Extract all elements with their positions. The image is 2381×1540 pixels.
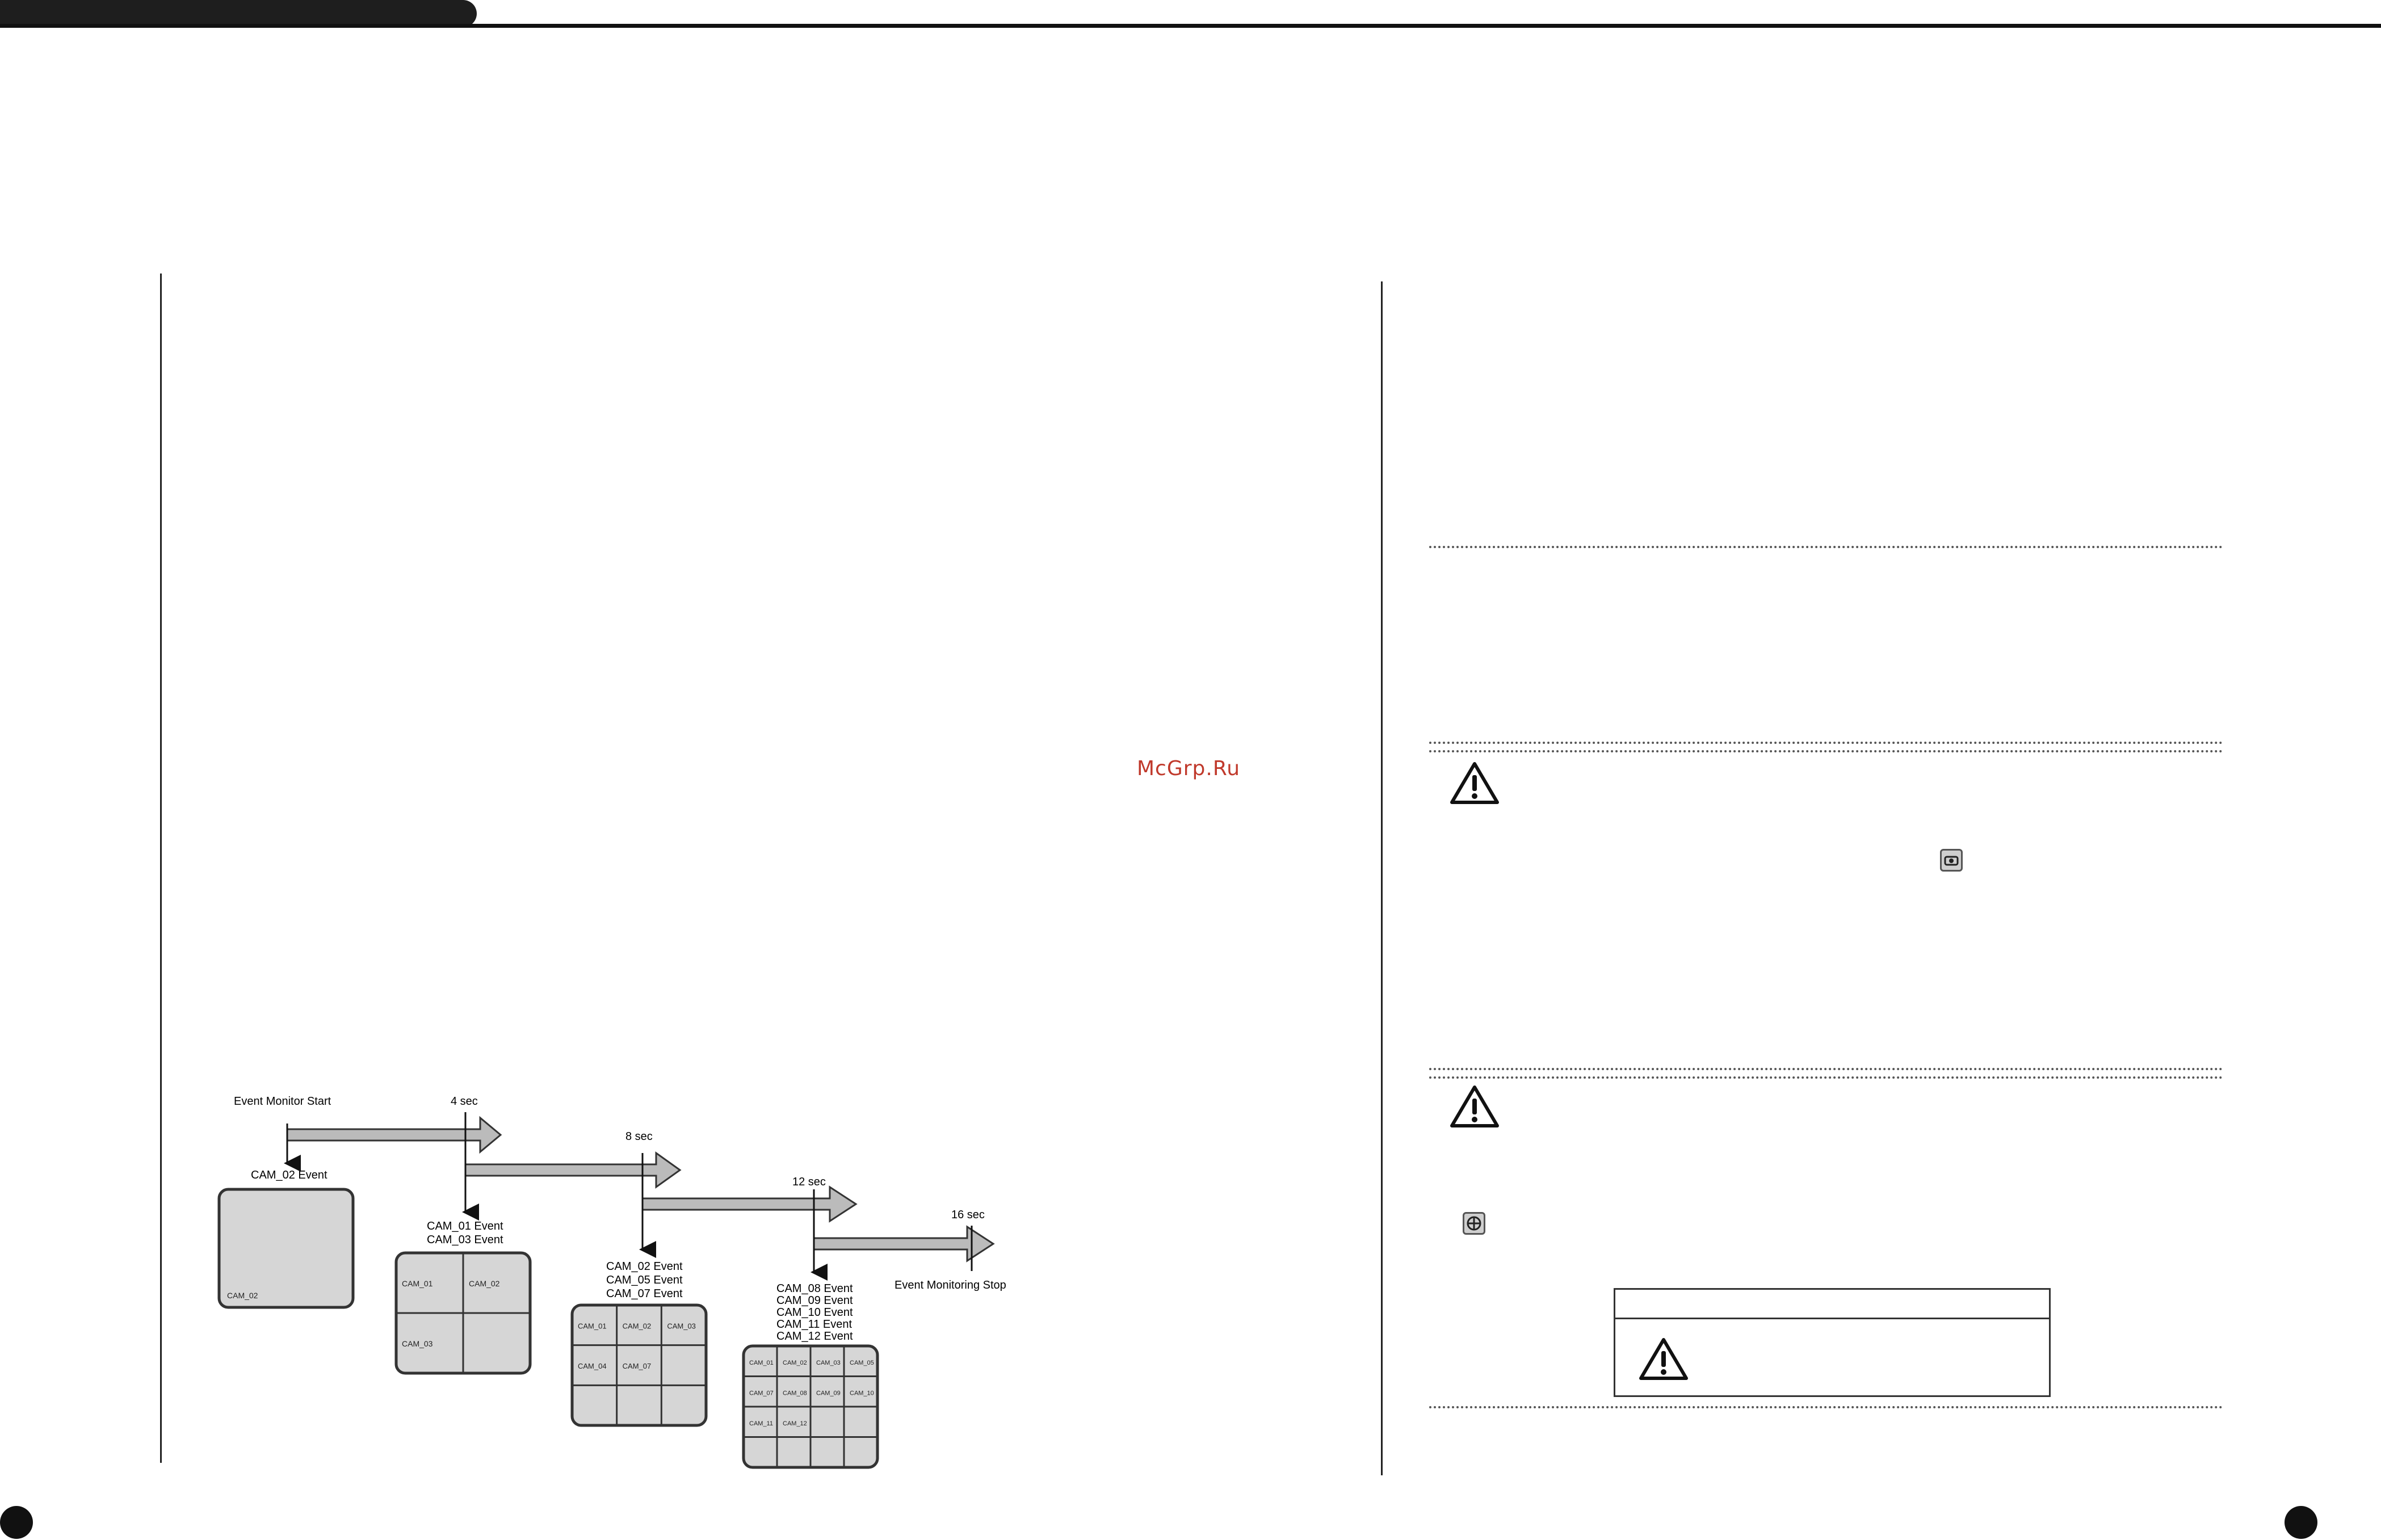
event-label: CAM_10 Event [776, 1306, 853, 1319]
separator-2b [1429, 750, 2223, 752]
screen-cell-label: CAM_07 [749, 1390, 774, 1396]
screen-cell-label: CAM_01 [578, 1322, 607, 1330]
time-8-label: 8 sec [625, 1130, 653, 1143]
timeline-arrow-4 [813, 1225, 995, 1263]
caution-note-box [1614, 1288, 2051, 1397]
separator-1 [1429, 546, 2223, 548]
screen-cell-label: CAM_03 [816, 1360, 841, 1366]
warning-triangle-icon [1450, 1085, 1499, 1127]
separator-3a [1429, 1068, 2223, 1070]
screen-cell-label: CAM_09 [816, 1390, 841, 1396]
start-label: Event Monitor Start [234, 1095, 331, 1108]
screen-cell-label: CAM_02 [469, 1279, 500, 1288]
camera-button-icon [1940, 849, 1963, 872]
screen-cell-label: CAM_02 [623, 1322, 652, 1330]
screen-cell-label: CAM_01 [749, 1360, 774, 1366]
event-label: CAM_02 Event [251, 1169, 327, 1181]
time-12-label: 12 sec [792, 1176, 826, 1188]
time-4-label: 4 sec [451, 1095, 478, 1108]
separator-4 [1429, 1406, 2223, 1408]
timeline-arrow-3 [641, 1185, 858, 1223]
event-label: CAM_02 Event [606, 1260, 683, 1273]
event-label: CAM_11 Event [776, 1318, 852, 1331]
separator-3b [1429, 1076, 2223, 1079]
caution-note-header [1615, 1290, 2049, 1319]
timeline-arrow-1 [286, 1116, 502, 1154]
event-monitor-diagram: Event Monitor Start 4 sec 8 sec 12 sec 1… [217, 1095, 1006, 1469]
warning-triangle-icon [1450, 762, 1499, 804]
warning-triangle-icon [1639, 1338, 1688, 1380]
screen-cell-label: CAM_03 [402, 1339, 433, 1348]
monitor-screen [217, 1188, 355, 1309]
stop-label: Event Monitoring Stop [895, 1279, 1006, 1291]
event-label: CAM_08 Event [776, 1282, 853, 1295]
screen-cell-label: CAM_05 [850, 1360, 874, 1366]
screen-cell-label: CAM_11 [749, 1420, 773, 1427]
separator-2a [1429, 742, 2223, 744]
header-rule [0, 24, 2381, 28]
timeline-arrow-2 [464, 1151, 682, 1189]
event-label: CAM_12 Event [776, 1330, 853, 1343]
screen-cell-label: CAM_08 [783, 1390, 807, 1396]
event-label: CAM_09 Event [776, 1294, 853, 1307]
event-label: CAM_07 Event [606, 1287, 683, 1300]
fan-button-icon [1463, 1212, 1485, 1235]
time-16-label: 16 sec [951, 1209, 985, 1221]
event-label: CAM_05 Event [606, 1274, 683, 1286]
right-column-rule [1381, 281, 1383, 1475]
page-number-dot-right [2285, 1506, 2317, 1539]
screen-cell-label: CAM_12 [783, 1420, 807, 1427]
screen-cell-label: CAM_07 [623, 1362, 652, 1370]
watermark: McGrp.Ru [1137, 757, 1241, 780]
page-number-dot-left [0, 1506, 33, 1539]
header-tab [0, 0, 477, 27]
screen-cell-label: CAM_10 [850, 1390, 874, 1396]
event-label: CAM_01 Event [427, 1220, 503, 1232]
screen-cell-label: CAM_01 [402, 1279, 433, 1288]
monitor-screen [570, 1303, 708, 1427]
screen-cell-label: CAM_02 [783, 1360, 807, 1366]
screen-cell-label: CAM_02 [227, 1291, 258, 1300]
screen-cell-label: CAM_04 [578, 1362, 607, 1370]
screen-cell-label: CAM_03 [667, 1322, 696, 1330]
left-column-rule [160, 274, 162, 1463]
event-label: CAM_03 Event [427, 1234, 503, 1246]
